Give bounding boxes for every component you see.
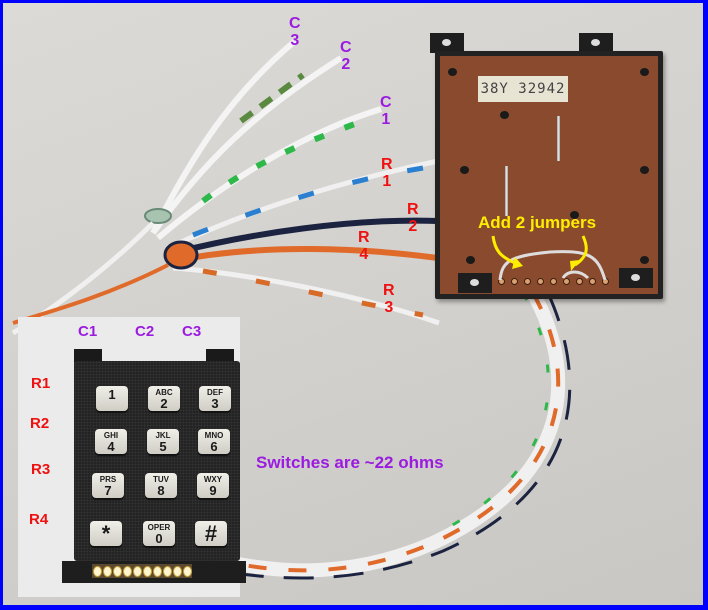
wire-bundle-illustration [11, 38, 572, 580]
key-star[interactable]: * [90, 521, 122, 546]
row-label-r2: R2 [30, 415, 50, 432]
rivet [500, 111, 509, 119]
connector-pin [182, 565, 192, 577]
pcb-pad [537, 278, 544, 285]
jumper-wires [498, 250, 607, 281]
rivet [448, 68, 457, 76]
rivet [460, 166, 469, 174]
keypad-pcb-back: 38Y 32942 [435, 51, 663, 299]
connector-pin [142, 565, 152, 577]
connector-pin [152, 565, 162, 577]
row-label-r1: R1 [31, 375, 51, 392]
pin-connector [92, 564, 192, 578]
connector-pin [102, 565, 112, 577]
switch-resistance-note: Switches are ~22 ohms [256, 453, 444, 472]
col-label-c1: C1 [78, 323, 98, 340]
rivet [640, 256, 649, 264]
pcb-mount-tab [430, 33, 464, 53]
pcb-strap [505, 166, 508, 216]
pcb-mount-tab [458, 273, 492, 293]
col-label-c2: C2 [135, 323, 155, 340]
pcb-pad [550, 278, 557, 285]
row-label-r3: R3 [31, 461, 51, 478]
keypad-mount-tab [74, 349, 102, 363]
keypad-footer [62, 561, 246, 583]
annotation-arrows [491, 235, 588, 271]
pcb-pad [524, 278, 531, 285]
part-number-label: 38Y 32942 [478, 76, 568, 102]
rivet [570, 211, 579, 219]
jumper-annotation: Add 2 jumpers [478, 213, 597, 232]
rivet [466, 256, 475, 264]
connector-pin [172, 565, 182, 577]
connector-pin [132, 565, 142, 577]
pcb-strap [557, 116, 560, 161]
pcb-pad [589, 278, 596, 285]
col-label-c3: C3 [182, 323, 202, 340]
pcb-pad [576, 278, 583, 285]
pcb-mount-tab [619, 268, 653, 288]
key-hash[interactable]: # [195, 521, 227, 546]
pcb-mount-tab [579, 33, 613, 53]
connector-pin [92, 565, 102, 577]
pcb-pad [511, 278, 518, 285]
keypad-mount-tab [206, 349, 234, 363]
row-label-r4: R4 [29, 511, 49, 528]
rivet [640, 166, 649, 174]
key-1[interactable]: 1 [96, 386, 128, 411]
pcb-pad [563, 278, 570, 285]
connector-pin [162, 565, 172, 577]
connector-pin [112, 565, 122, 577]
connector-pin [122, 565, 132, 577]
rivet [640, 68, 649, 76]
